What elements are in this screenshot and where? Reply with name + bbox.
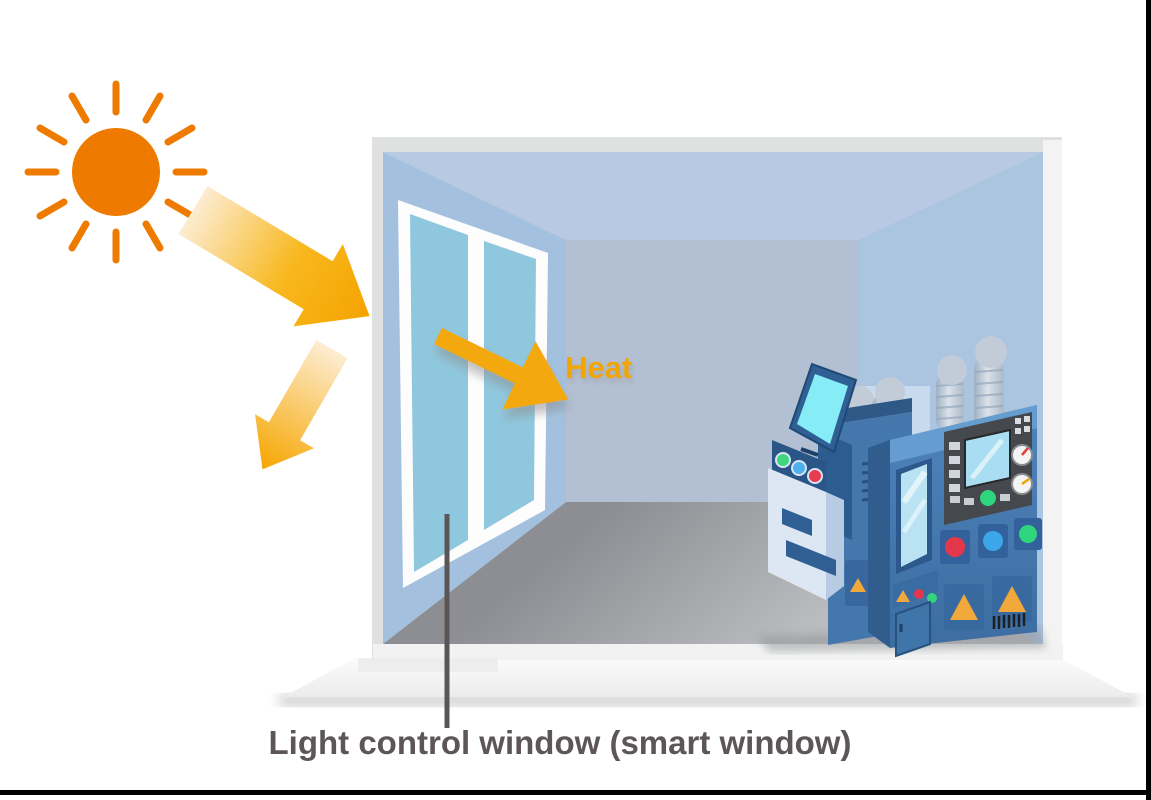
warning-triangle-icon	[850, 578, 866, 592]
duct-ribs	[936, 383, 964, 420]
glass-streak	[901, 470, 928, 504]
page-border-right	[1146, 0, 1151, 800]
panel-key-column	[949, 442, 960, 492]
window-pane-right	[484, 241, 536, 530]
machines	[756, 336, 1046, 658]
warning-triangle-icon	[998, 586, 1026, 612]
panel-checker-keys	[1015, 416, 1030, 434]
kiosk-slot	[786, 540, 836, 576]
panel-screen-streak	[970, 438, 1004, 480]
cabinet-door	[895, 600, 931, 658]
duct-elbow	[937, 355, 967, 385]
kiosk-body	[768, 468, 826, 600]
room-base-platform	[278, 644, 1138, 706]
button-green	[980, 490, 996, 506]
gauge-needle	[1021, 477, 1030, 486]
indicator-light-green	[927, 593, 937, 603]
kiosk-side	[826, 492, 844, 600]
heat-arrow	[434, 327, 569, 410]
platform-step	[358, 658, 498, 672]
smart-window	[398, 200, 548, 588]
gauge-needle	[1021, 447, 1029, 456]
sun-rays	[24, 80, 208, 264]
room-frame-right-strip	[1043, 140, 1062, 655]
button-blue	[983, 531, 1003, 551]
indicator-light-red	[914, 589, 924, 599]
button-red	[945, 537, 965, 557]
kiosk-machine	[768, 362, 858, 600]
window-pane-left	[410, 214, 468, 572]
button-blue	[791, 460, 807, 476]
cabinet-side	[868, 440, 890, 648]
vent-grille	[992, 613, 1026, 629]
warning-triangle-icon	[950, 594, 978, 620]
duct-elbow	[975, 336, 1007, 368]
duct-machine-top	[828, 398, 912, 425]
button-green	[1019, 525, 1037, 543]
glass-streak	[901, 498, 928, 534]
sunlight-reflected-arrow	[255, 340, 348, 470]
sunlight-incident-arrow	[178, 185, 370, 327]
page-border-bottom	[0, 790, 1151, 795]
control-cabinet	[868, 336, 1042, 658]
button-green	[775, 452, 791, 468]
heat-label: Heat	[565, 350, 632, 385]
caption-text: Light control window (smart window)	[269, 724, 852, 761]
button-red	[807, 468, 823, 484]
warning-triangle-icon	[896, 590, 910, 602]
sun-icon	[24, 80, 208, 264]
back-wall	[566, 240, 858, 502]
ceiling	[383, 152, 1043, 240]
duct-ribs	[974, 369, 1004, 409]
monitor-slit	[800, 447, 819, 457]
duct-elbow	[875, 377, 905, 407]
monitor-screen	[797, 374, 848, 444]
panel-small-buttons	[950, 494, 1010, 505]
kiosk-slot	[782, 508, 812, 536]
sun-disc	[72, 128, 160, 216]
